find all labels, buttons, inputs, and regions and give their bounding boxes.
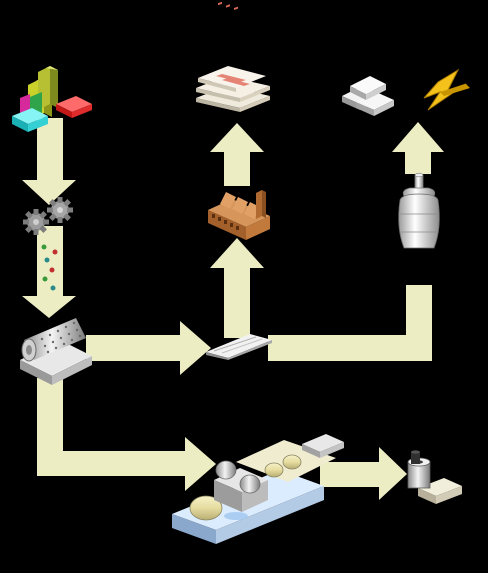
gears-icon (23, 197, 73, 235)
drum-washer-icon (20, 318, 92, 385)
ingots-icon (342, 76, 394, 116)
arrow-raw-to-grinding (22, 118, 76, 205)
roll-and-sheets-icon (407, 450, 462, 504)
arrow-drum-to-paper-machine (37, 378, 216, 491)
blocks-icon (12, 66, 92, 132)
wedge-splitter-icon (206, 334, 272, 360)
factory-icon (208, 190, 270, 240)
arrow-splitter-to-boiler (268, 285, 432, 361)
boiler-icon (398, 172, 440, 249)
arrow-grinding-to-drum (22, 226, 76, 318)
paper-machine-icon (172, 434, 344, 544)
arrow-drum-to-splitter (86, 321, 211, 375)
fiber-tube-icon (41, 244, 58, 291)
arrow-splitter-to-factory (210, 238, 264, 338)
arrow-boiler-to-energy (392, 122, 444, 174)
paper-stack-icon (196, 1, 270, 112)
arrow-factory-to-paper (210, 123, 264, 186)
lightning-icon (423, 68, 470, 111)
arrow-machine-to-output (320, 447, 407, 500)
